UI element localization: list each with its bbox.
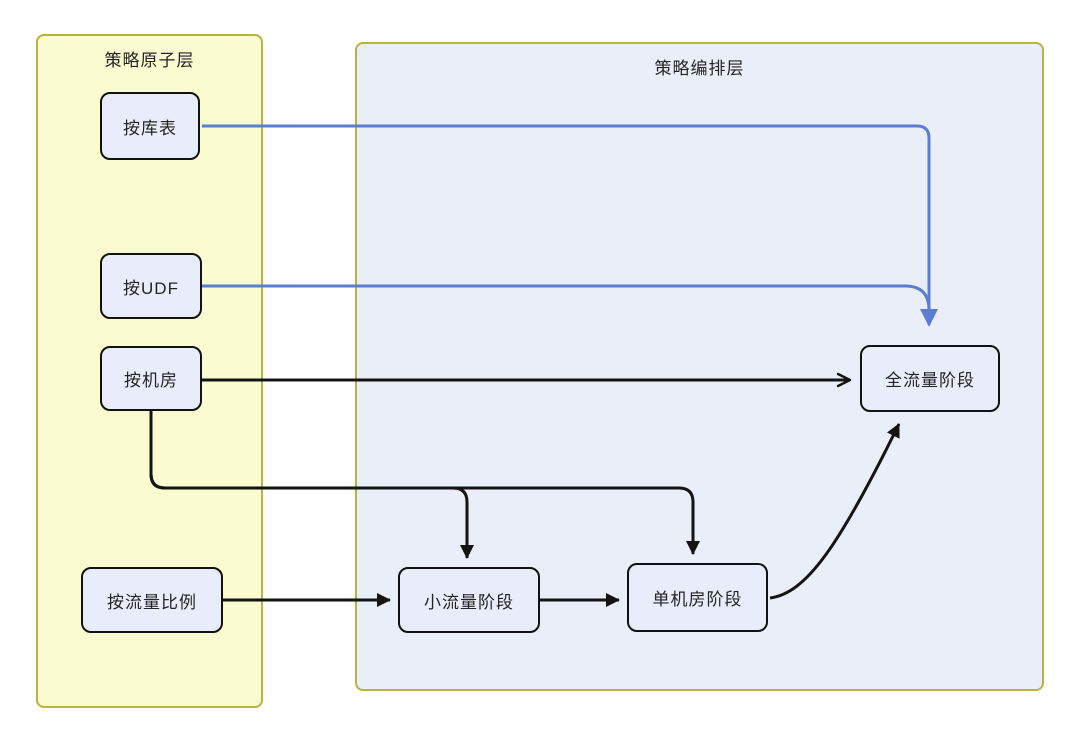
- node-by-table: 按库表: [100, 92, 200, 160]
- node-by-traffic-ratio: 按流量比例: [81, 567, 223, 633]
- node-by-udf: 按UDF: [100, 253, 202, 319]
- node-full-traffic-stage-label: 全流量阶段: [885, 371, 975, 390]
- node-single-idc-stage: 单机房阶段: [627, 563, 768, 632]
- node-by-traffic-ratio-label: 按流量比例: [107, 592, 197, 612]
- node-single-idc-stage-label: 单机房阶段: [652, 590, 743, 609]
- node-by-idc-label: 按机房: [124, 371, 178, 390]
- container-title-orchestration: 策略编排层: [654, 59, 745, 78]
- node-small-traffic-stage: 小流量阶段: [398, 567, 540, 633]
- node-by-udf-label: 按UDF: [123, 278, 179, 298]
- node-by-table-label: 按库表: [123, 118, 177, 138]
- node-small-traffic-stage-label: 小流量阶段: [424, 592, 514, 612]
- node-by-idc: 按机房: [100, 346, 202, 411]
- node-full-traffic-stage: 全流量阶段: [860, 345, 1000, 412]
- container-title-atomic: 策略原子层: [104, 51, 195, 70]
